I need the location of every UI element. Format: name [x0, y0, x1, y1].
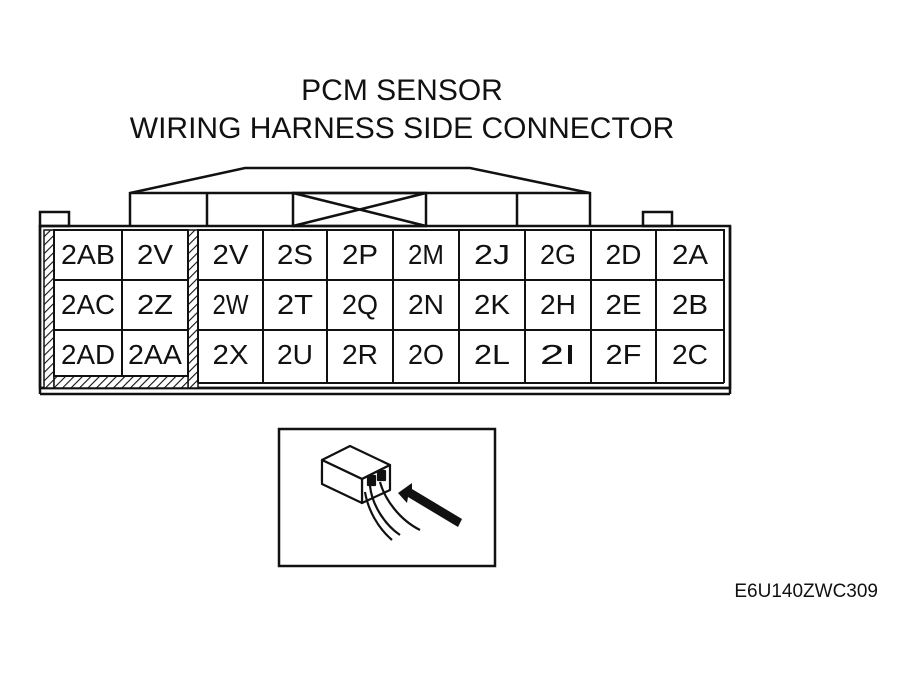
pin-label: 2N: [408, 289, 444, 320]
pin-label: 2AC: [61, 289, 115, 320]
pin-label: 2L: [474, 339, 510, 370]
pin-label: 2I: [540, 339, 576, 370]
left-hatch-strip: [43, 229, 55, 389]
middle-hatch-strip: [187, 229, 199, 389]
pin-label: 2V: [213, 239, 249, 270]
pin-label: 2B: [672, 289, 708, 320]
pin-label: 2O: [408, 339, 444, 370]
right-tab: [641, 210, 674, 228]
pin-label: 2S: [277, 239, 313, 270]
pin-label: 2J: [474, 239, 510, 270]
pin-label: 2AB: [61, 239, 115, 270]
pin-label: 2F: [606, 339, 642, 370]
left-tab: [38, 210, 71, 228]
pin-label: 2X: [213, 339, 249, 370]
pin-label: 2V: [137, 239, 173, 270]
pin-label: 2Z: [137, 289, 173, 320]
bottom-hatch-strip: [53, 375, 189, 389]
pin-label: 2AD: [61, 339, 115, 370]
pin-label: 2AA: [128, 339, 182, 370]
pin-cell: [121, 329, 189, 377]
view-direction-inset: [277, 427, 497, 568]
pin-label: 2G: [540, 239, 576, 270]
connector-housing: [38, 166, 732, 396]
pin-label: 2D: [606, 239, 642, 270]
pin-label: 2Q: [342, 289, 378, 320]
pin-label: 2H: [540, 289, 576, 320]
pin-label: 2M: [408, 239, 444, 270]
pin-label: 2K: [474, 289, 510, 320]
pin-label: 2C: [672, 339, 708, 370]
pin-label: 2T: [277, 289, 313, 320]
pin-label: 2E: [606, 289, 642, 320]
pin-grid: 2AB 2V 2V 2S 2P 2M 2J 2G 2D 2A 2AC 2Z 2W 2T 2Q 2N 2K 2H 2E…: [53, 229, 725, 384]
title-line-1: PCM SENSOR: [301, 74, 503, 107]
pin-label: 2P: [342, 239, 378, 270]
pin-label: 2R: [342, 339, 378, 370]
pin-label: 2U: [277, 339, 313, 370]
pin-label: 2W: [213, 289, 249, 320]
arrow-icon: [398, 483, 462, 527]
connector-plug-icon: [320, 444, 421, 541]
pin-label: 2A: [672, 239, 708, 270]
figure-code: E6U140ZWC309: [734, 581, 878, 602]
title-line-2: WIRING HARNESS SIDE CONNECTOR: [130, 112, 675, 145]
